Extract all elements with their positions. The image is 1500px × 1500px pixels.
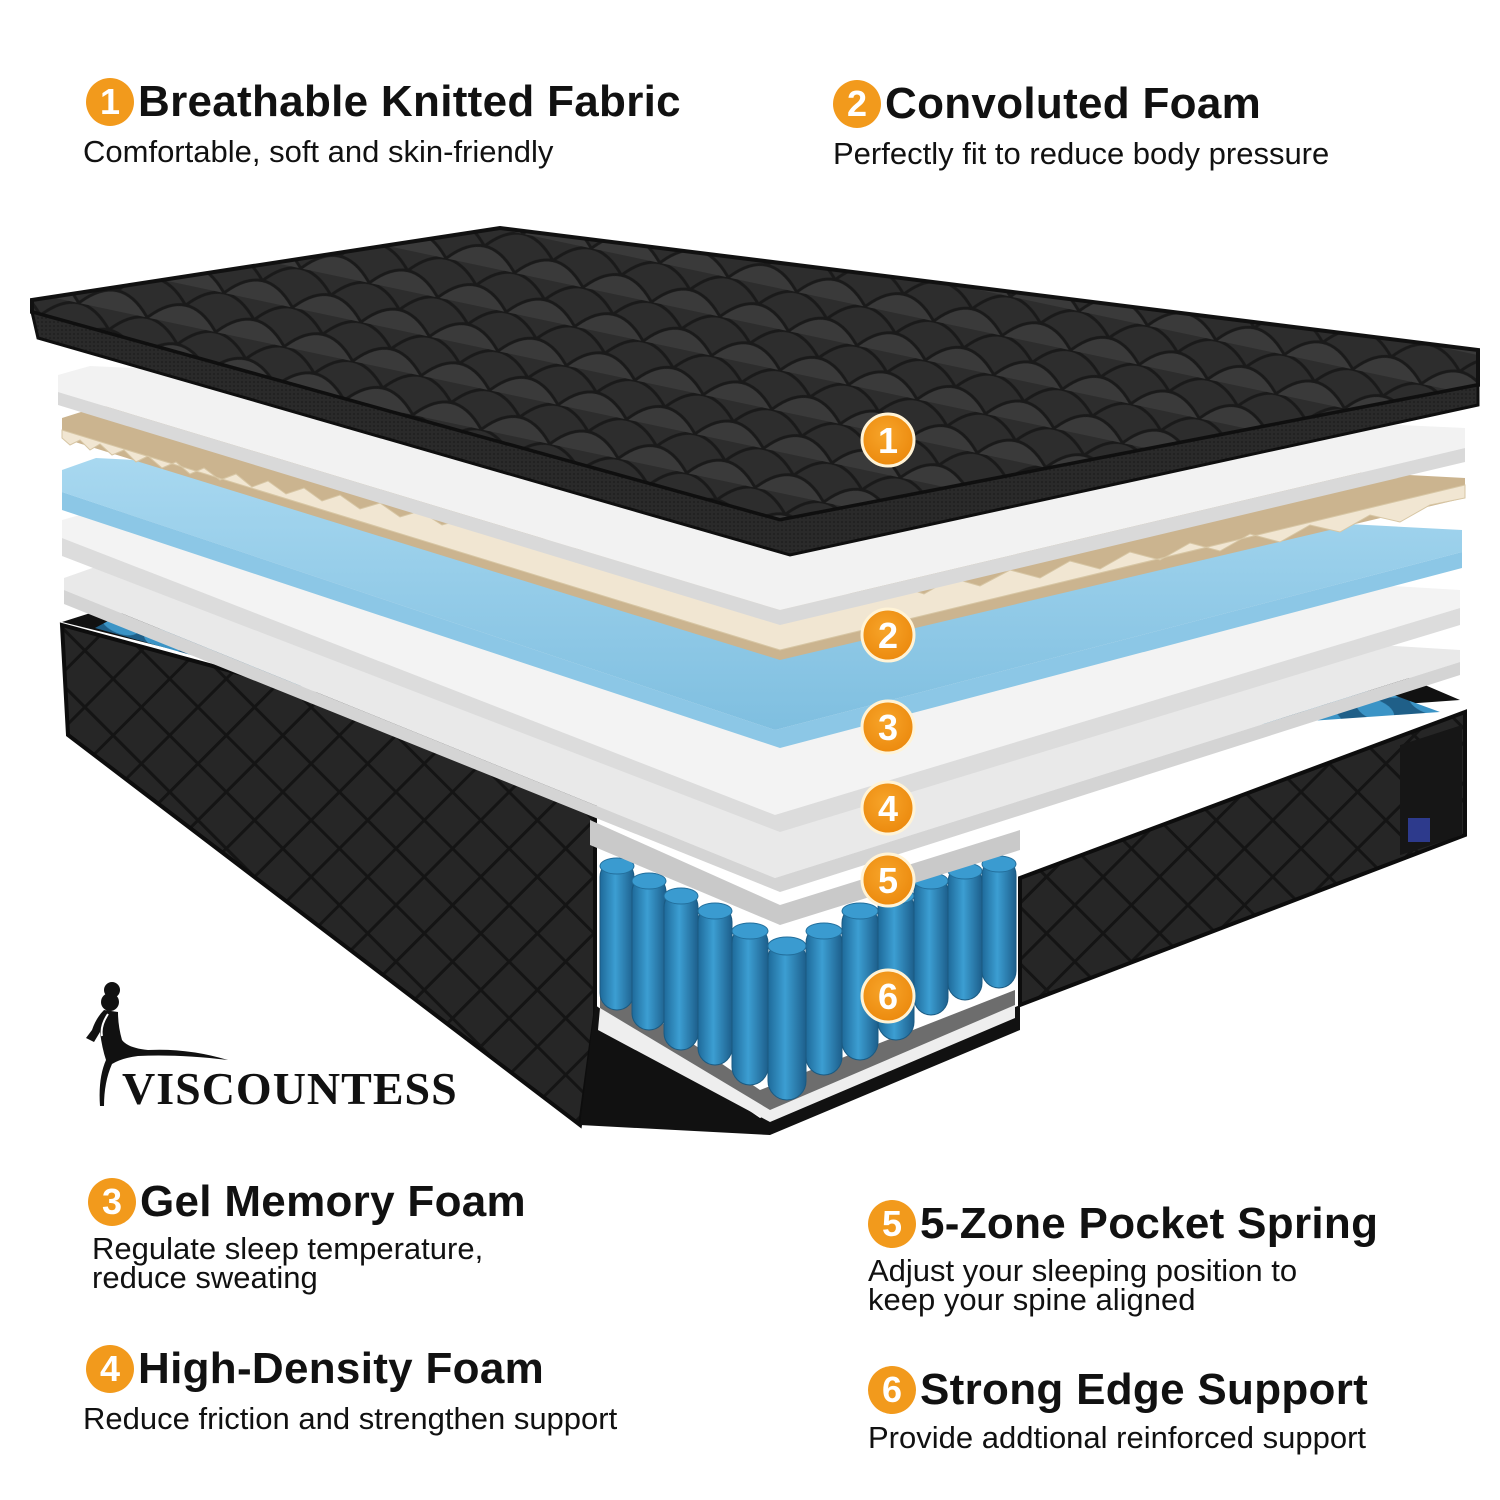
feature-title-high-density-foam: High-Density Foam: [138, 1344, 545, 1393]
marker-3: 3: [860, 699, 916, 755]
feature-title-convoluted-foam: Convoluted Foam: [885, 79, 1262, 128]
marker-1: 1: [860, 412, 916, 468]
feature-5: 5 5-Zone Pocket Spring Adjust your sleep…: [868, 1200, 1378, 1315]
number-badge-4: 4: [86, 1345, 134, 1393]
number-badge-5: 5: [868, 1200, 916, 1248]
feature-title-pocket-spring: 5-Zone Pocket Spring: [920, 1199, 1379, 1248]
feature-description: Adjust your sleeping position to keep yo…: [868, 1253, 1298, 1318]
feature-description: Regulate sleep temperature, reduce sweat…: [92, 1231, 484, 1296]
number-badge-2: 2: [833, 80, 881, 128]
svg-text:1: 1: [878, 420, 898, 461]
layer-markers: 1 2 3 4 5 6: [860, 412, 916, 1024]
feature-description: Perfectly fit to reduce body pressure: [833, 136, 1330, 171]
svg-text:3: 3: [878, 707, 898, 748]
pocket-springs: [590, 820, 1020, 1101]
svg-text:5: 5: [878, 860, 898, 901]
feature-3: 3 Gel Memory Foam Regulate sleep tempera…: [88, 1178, 526, 1293]
marker-6: 6: [860, 968, 916, 1024]
feature-title-breathable-fabric: Breathable Knitted Fabric: [138, 77, 681, 126]
feature-4: 4 High-Density Foam Reduce friction and …: [83, 1344, 618, 1436]
feature-description: Comfortable, soft and skin-friendly: [83, 134, 554, 169]
brand-logo: VISCOUNTESS: [78, 978, 528, 1114]
svg-text:6: 6: [878, 976, 898, 1017]
feature-1: 1 Breathable Knitted Fabric Comfortable,…: [83, 77, 681, 169]
feature-6: 6 Strong Edge Support Provide addtional …: [868, 1366, 1368, 1453]
number-badge-3: 3: [88, 1178, 136, 1226]
feature-description: Reduce friction and strengthen support: [83, 1401, 618, 1436]
label-emblem-icon: [1408, 818, 1430, 842]
number-badge-6: 6: [868, 1366, 916, 1414]
marker-4: 4: [860, 780, 916, 836]
marker-2: 2: [860, 607, 916, 663]
feature-description: Provide addtional reinforced support: [868, 1420, 1367, 1455]
svg-text:2: 2: [878, 615, 898, 656]
feature-title-edge-support: Strong Edge Support: [920, 1365, 1369, 1414]
feature-title-gel-memory-foam: Gel Memory Foam: [140, 1177, 526, 1226]
marker-5: 5: [860, 852, 916, 908]
knitted-fabric-cover: [29, 225, 1480, 557]
brand-wordmark: VISCOUNTESS: [122, 1063, 458, 1114]
number-badge-1: 1: [86, 78, 134, 126]
lady-silhouette-logo-icon: [86, 982, 228, 1106]
svg-text:4: 4: [878, 788, 898, 829]
feature-2: 2 Convoluted Foam Perfectly fit to reduc…: [833, 80, 1329, 169]
